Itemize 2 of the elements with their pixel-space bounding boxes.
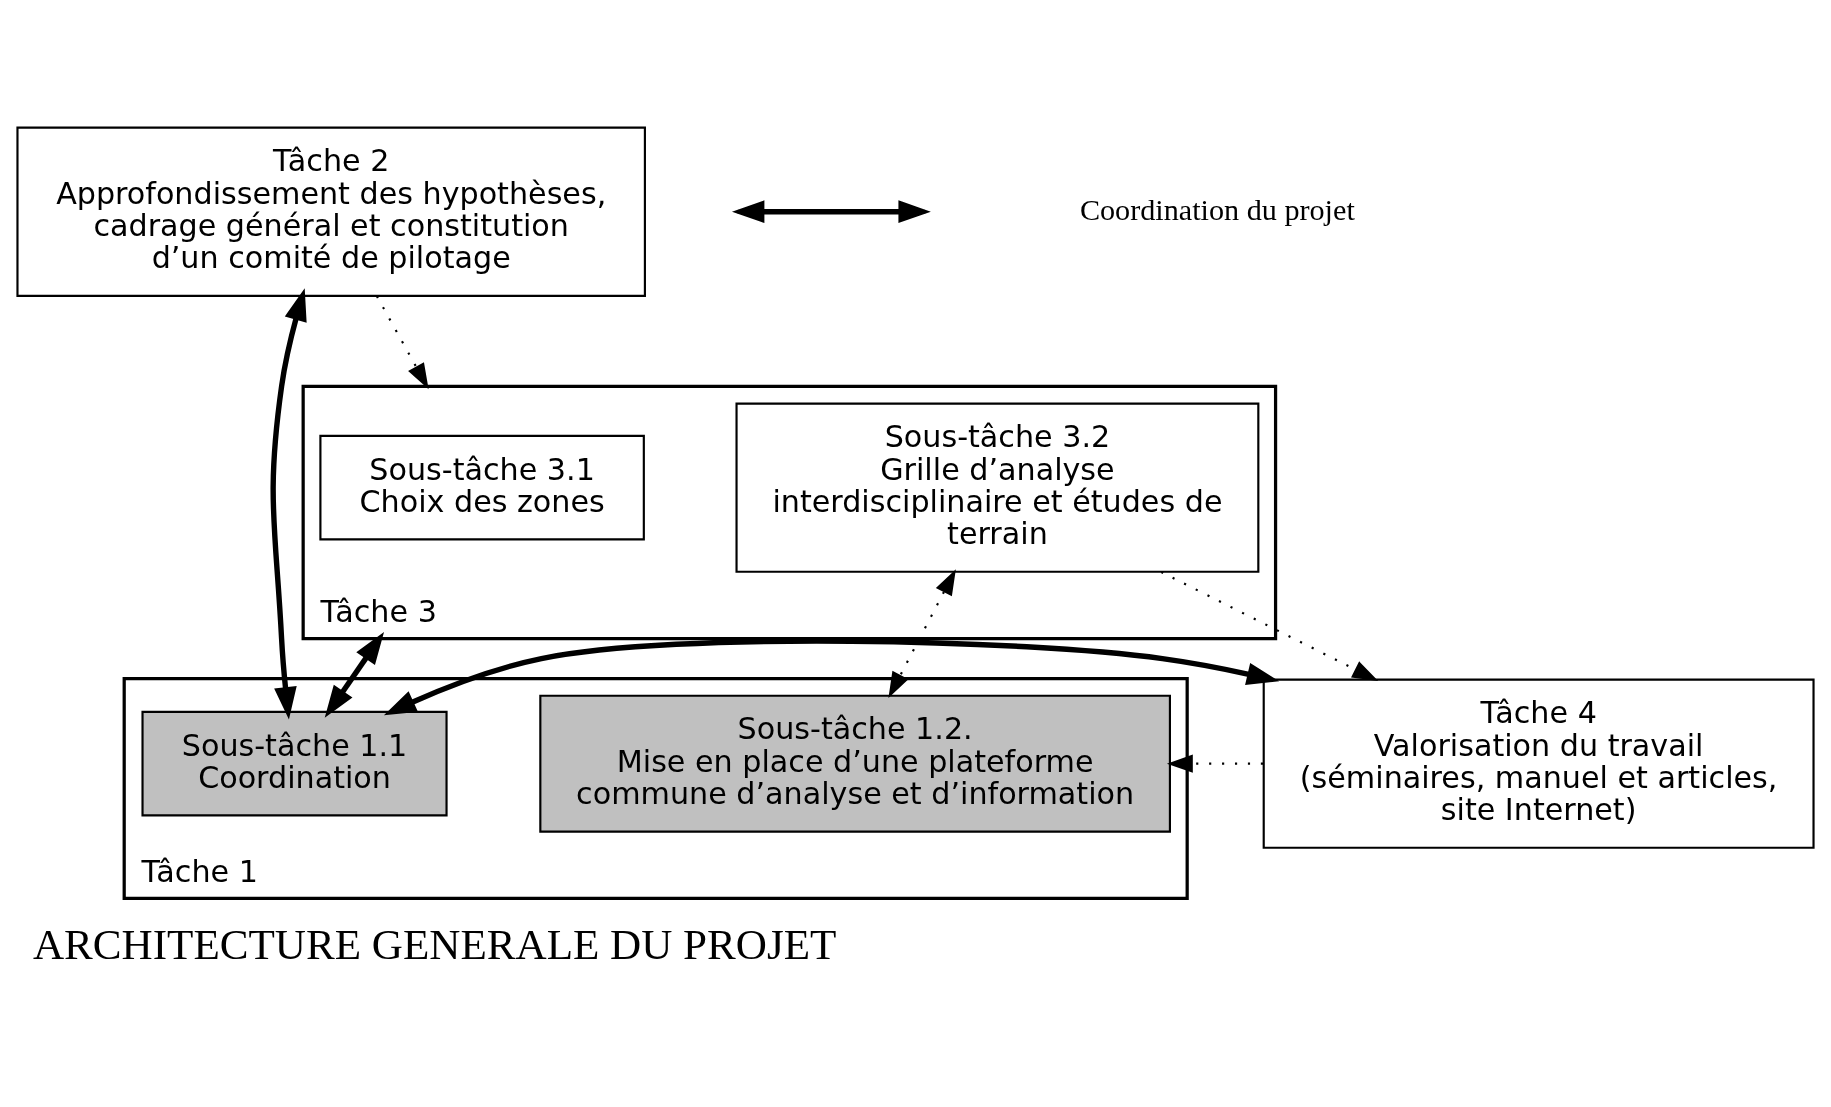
legend-label: Coordination du projet — [1079, 192, 1355, 227]
caption: ARCHITECTURE GENERALE DU PROJET — [32, 920, 837, 968]
